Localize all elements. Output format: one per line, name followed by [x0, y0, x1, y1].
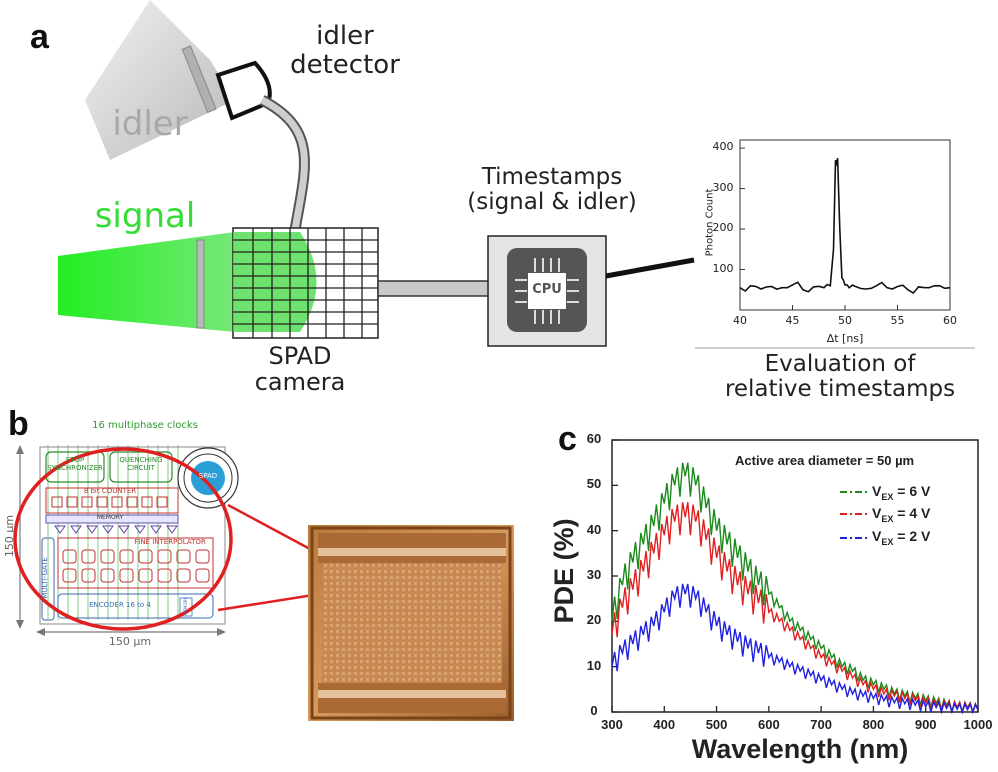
pde-series-1 [611, 502, 979, 715]
pde-ytick-label-0: 0 [590, 703, 598, 718]
panel-label-a: a [30, 18, 49, 56]
histogram-xtick-label-1: 45 [785, 314, 800, 327]
legend-2v-value: = 2 V [893, 528, 931, 544]
histogram-frame [739, 139, 951, 311]
pde-xtick-label-7: 1000 [963, 717, 993, 732]
small-memory-label: MEMORY [182, 597, 188, 615]
histogram-xtick-label-2: 50 [838, 314, 852, 327]
stop-sync-label-line2: SYNCHRONIZER [47, 463, 103, 472]
zoom-circle [13, 447, 233, 631]
spad-element-icon [191, 461, 225, 495]
quenching-label-line1: QUENCHING [119, 456, 163, 464]
pde-chart-title: Active area diameter = 50 µm [735, 453, 915, 468]
pde-xtick-label-2: 500 [705, 717, 728, 732]
histogram-ytick-label-3: 400 [712, 140, 734, 154]
legend-4v-value: = 4 V [893, 505, 931, 521]
idler-detector-label-line2: detector [290, 49, 400, 80]
quenching-label-line2: CIRCUIT [127, 463, 155, 472]
idler-beam [85, 0, 235, 160]
output-cable [605, 257, 695, 279]
signal-label: signal [94, 196, 196, 236]
encoder-label: ENCODER 16 to 4 [89, 601, 151, 609]
multi-gate-label: MULTI-GATE [41, 557, 50, 599]
idler-detector-icon [215, 60, 272, 121]
timestamps-label-line1: Timestamps [481, 164, 623, 190]
pde-xtick-label-6: 900 [914, 717, 937, 732]
pde-ytick-label-3: 30 [586, 567, 602, 582]
pde-ytick-label-2: 20 [586, 612, 602, 628]
pde-xtick-label-1: 400 [653, 717, 676, 732]
evaluation-label-line2: relative timestamps [724, 376, 956, 403]
pde-series-2 [611, 583, 979, 715]
histogram-ticks [739, 147, 951, 310]
legend-4v-sub: EX [881, 513, 894, 524]
chip-micrograph [308, 525, 514, 721]
legend-4v: VEX = 4 V [872, 505, 972, 525]
pde-xtick-label-4: 700 [810, 717, 832, 732]
spad-camera-label-line2: camera [254, 368, 346, 397]
histogram-xtick-label-3: 55 [890, 314, 905, 327]
legend-6v-sub: EX [881, 491, 894, 502]
quenching-label: QUENCHING CIRCUIT [110, 456, 172, 472]
pde-xtick-label-3: 600 [757, 717, 780, 732]
memory-label: MEMORY [96, 514, 124, 521]
camera-cable [377, 280, 491, 297]
circuit-diagram [16, 445, 239, 636]
pde-ytick-label-5: 50 [586, 476, 602, 492]
histogram-ytick-label-1: 200 [712, 221, 734, 235]
pde-series-0 [611, 462, 979, 715]
pde-plot-frame [611, 439, 979, 713]
idler-filter [181, 45, 217, 114]
histogram-xtick-label-4: 60 [943, 314, 957, 327]
pde-ytick-label-6: 60 [586, 431, 602, 446]
idler-detector-label: idler detector [265, 22, 425, 79]
cpu-label: CPU [532, 282, 562, 297]
pde-ytick-label-4: 40 [586, 521, 602, 537]
dim-vertical-label: 150 µm [2, 514, 16, 558]
signal-beam [58, 232, 235, 332]
fine-interpolator-label: FINE INTERPOLATOR [134, 538, 206, 546]
timestamps-label-line2: (signal & idler) [467, 189, 637, 216]
stop-sync-label-line1: STOP [65, 456, 85, 464]
spad-label: SPAD [198, 472, 218, 480]
spad-camera-label-line1: SPAD [268, 342, 332, 370]
signal-filter [196, 239, 205, 329]
spad-camera-label: SPAD camera [240, 343, 360, 396]
legend-4v-v: V [872, 505, 882, 521]
pde-xtick-label-0: 300 [601, 717, 623, 732]
legend-2v: VEX = 2 V [872, 528, 972, 548]
timestamp-unit [487, 235, 607, 347]
dim-horizontal-label: 150 µm [108, 635, 152, 648]
idler-label: idler [112, 104, 188, 144]
histogram-ytick-label-2: 300 [712, 180, 734, 194]
pde-ytick-label-1: 10 [586, 657, 602, 673]
histogram-xlabel: Δt [ns] [826, 332, 864, 345]
histogram-series-line [739, 158, 951, 295]
pde-series-group [611, 462, 979, 715]
legend-2v-v: V [872, 528, 882, 544]
panel-label-c: c [558, 420, 577, 458]
pde-xlabel: Wavelength (nm) [691, 734, 909, 764]
legend-6v: VEX = 6 V [872, 483, 972, 503]
evaluation-label-line1: Evaluation of [764, 351, 916, 377]
legend-6v-v: V [872, 483, 882, 499]
panel-label-b: b [8, 405, 29, 443]
idler-detector-label-line1: idler [316, 21, 374, 51]
legend-2v-sub: EX [881, 536, 894, 547]
pde-ylabel: PDE (%) [549, 518, 580, 624]
histogram-ytick-label-0: 100 [712, 261, 734, 275]
histogram-line-group [739, 158, 951, 295]
legend-6v-value: = 6 V [893, 483, 931, 499]
counter-label: 8 bit COUNTER [83, 487, 137, 495]
pde-xtick-label-5: 800 [862, 717, 885, 732]
timestamps-label: Timestamps (signal & idler) [452, 164, 652, 216]
evaluation-label: Evaluation of relative timestamps [700, 351, 980, 403]
stop-sync-label: STOP SYNCHRONIZER [44, 456, 106, 472]
histogram-xtick-label-0: 40 [733, 314, 747, 327]
spad-camera [232, 227, 379, 339]
clocks-label: 16 multiphase clocks [92, 420, 198, 431]
